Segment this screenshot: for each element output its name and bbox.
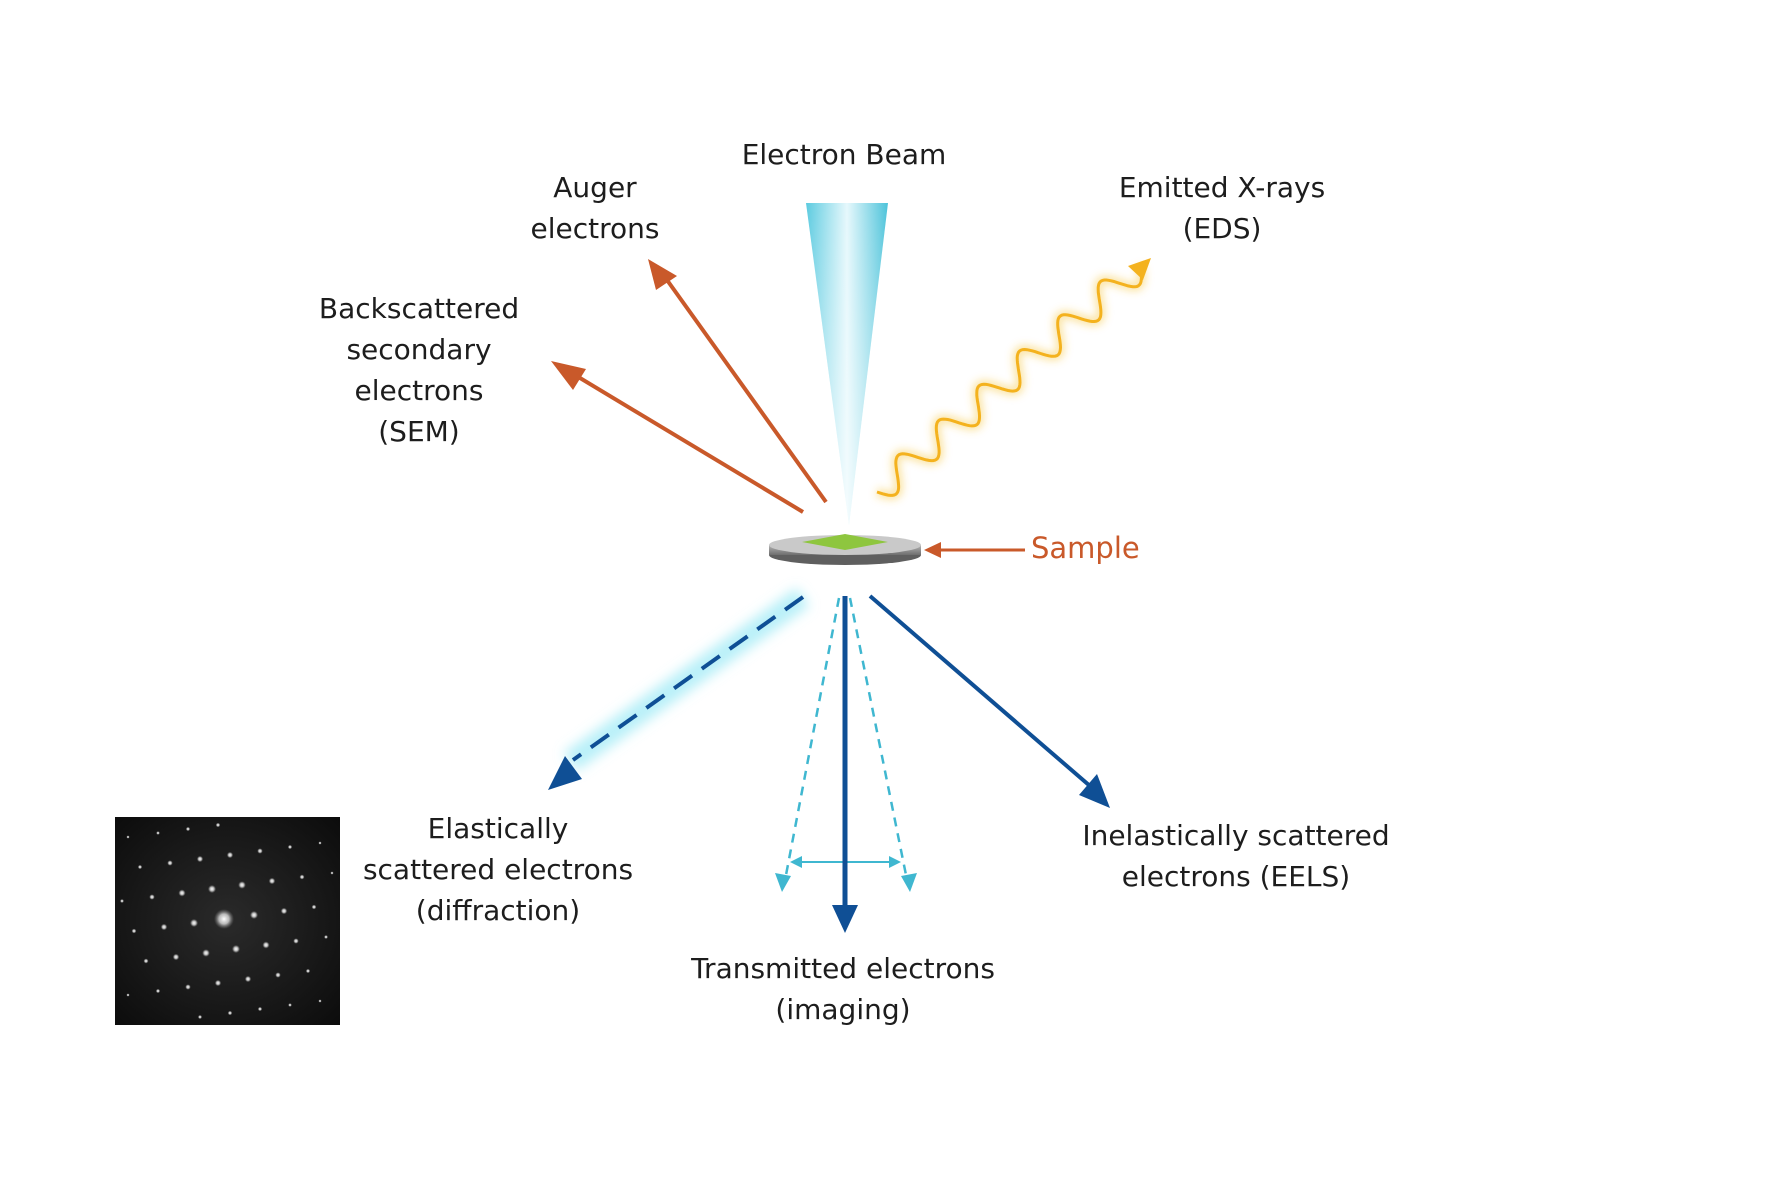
diffraction-spot <box>156 831 160 835</box>
diffraction-spot <box>288 1003 292 1007</box>
diffraction-spot <box>214 979 222 987</box>
diffraction-spot <box>330 871 334 875</box>
diffraction-spot <box>143 958 149 964</box>
diffraction-spot <box>324 935 328 939</box>
diffraction-spot <box>196 855 204 863</box>
diffraction-spot <box>214 909 234 929</box>
diffraction-spot <box>160 923 168 931</box>
diffraction-spot <box>257 1006 263 1012</box>
transmitted-arrow <box>832 596 858 933</box>
diffraction-spot <box>126 835 130 839</box>
backscattered-label-line-3: electrons <box>355 374 484 407</box>
diffraction-spot <box>131 928 137 934</box>
diffraction-spot <box>293 938 299 944</box>
transmitted-dashed-left-arrow <box>775 597 841 892</box>
diffraction-spot <box>202 949 210 957</box>
electron-beam <box>806 203 888 525</box>
transmitted-dashed-right-arrow <box>848 597 917 892</box>
sample-label: Sample <box>1031 531 1140 565</box>
diffraction-spot <box>299 874 305 880</box>
backscattered-arrow <box>551 361 805 514</box>
transmitted-label-line-2: (imaging) <box>775 993 910 1026</box>
xray-wave <box>875 258 1151 500</box>
diffraction-spot <box>318 841 322 845</box>
diffraction-pattern-image <box>115 817 340 1025</box>
diffraction-spot <box>155 988 161 994</box>
sample-pointer-arrow <box>924 542 1025 558</box>
diffraction-spot <box>149 894 155 900</box>
diffraction-spot <box>207 884 217 894</box>
diffraction-spot <box>215 822 221 828</box>
sample <box>769 534 921 565</box>
inelastic-label-line-2: electrons (EELS) <box>1122 860 1350 893</box>
auger-arrow <box>648 259 828 504</box>
diffraction-spot <box>257 848 263 854</box>
elastic-label-line-2: scattered electrons <box>363 853 633 886</box>
backscattered-label-line-2: secondary <box>346 333 491 366</box>
diffraction-spot <box>305 968 311 974</box>
diffraction-spot <box>311 904 317 910</box>
auger-label-line-2: electrons <box>531 212 660 245</box>
diffraction-spot <box>126 993 130 997</box>
backscattered-label-line-1: Backscattered <box>319 292 519 325</box>
diffraction-spot <box>120 899 124 903</box>
diffraction-spot <box>167 860 173 866</box>
diffraction-spot <box>226 851 234 859</box>
diffraction-spot <box>197 1014 203 1020</box>
diffraction-spot <box>185 984 191 990</box>
diffraction-spot <box>280 907 288 915</box>
backscattered-label-line-4: (SEM) <box>378 415 459 448</box>
diffraction-spot <box>275 972 281 978</box>
inelastic-arrow <box>868 594 1110 808</box>
elastic-arrow <box>548 588 810 790</box>
diffraction-spot <box>249 910 259 920</box>
diffraction-spot <box>262 941 270 949</box>
xrays-label-line-1: Emitted X-rays <box>1119 171 1325 204</box>
diffraction-spot <box>238 881 246 889</box>
diffraction-spot <box>318 999 322 1003</box>
diffraction-spot <box>137 864 143 870</box>
elastic-label-line-1: Elastically <box>428 812 569 845</box>
transmitted-label-line-1: Transmitted electrons <box>690 952 995 985</box>
diffraction-spot <box>189 918 199 928</box>
diffraction-spot <box>178 889 186 897</box>
diffraction-spot <box>227 1010 233 1016</box>
diffraction-spot <box>244 975 252 983</box>
inelastic-label-line-1: Inelastically scattered <box>1082 819 1389 852</box>
diffraction-spot <box>268 877 276 885</box>
xrays-label-line-2: (EDS) <box>1183 212 1262 245</box>
auger-label-line-1: Auger <box>553 171 637 204</box>
diffraction-spot <box>287 844 293 850</box>
diffraction-spot <box>231 944 241 954</box>
electron-beam-label: Electron Beam <box>742 138 947 171</box>
diffraction-spot <box>185 826 191 832</box>
diffraction-spot <box>172 953 180 961</box>
elastic-label-line-3: (diffraction) <box>416 894 580 927</box>
